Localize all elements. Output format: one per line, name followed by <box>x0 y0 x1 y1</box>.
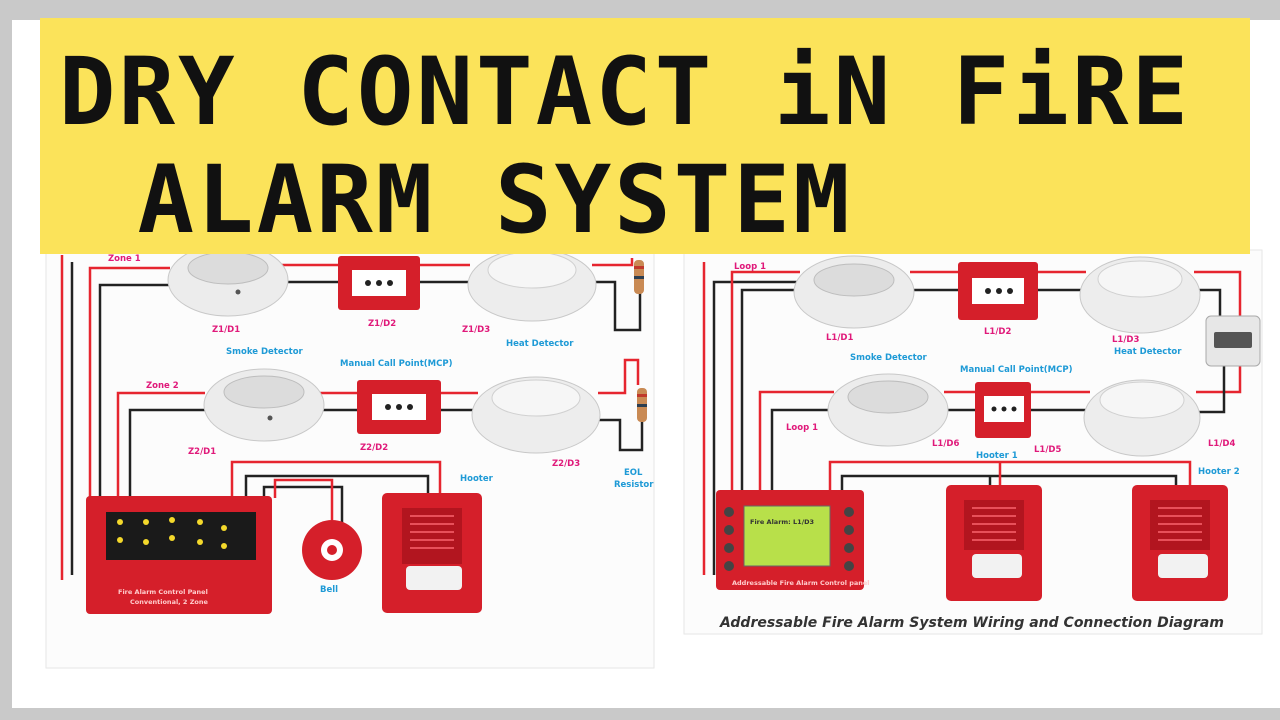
label-hooter1: Hooter 1 <box>976 451 1018 461</box>
eol-resistor-zone2 <box>637 388 647 422</box>
label-heat-detector: Heat Detector <box>506 339 574 349</box>
eol-resistor-zone1 <box>634 260 644 294</box>
label-z1d2: Z1/D2 <box>368 319 396 329</box>
conventional-control-panel <box>86 496 272 614</box>
label-mcp: Manual Call Point(MCP) <box>340 359 453 369</box>
mcp-z1d2 <box>338 256 420 310</box>
label-z2d3: Z2/D3 <box>552 459 580 469</box>
label-bell: Bell <box>320 585 338 595</box>
label-l1d2: L1/D2 <box>984 327 1011 337</box>
label-resistor: Resistor <box>614 480 654 490</box>
mcp-l1d5 <box>975 382 1031 438</box>
diagram-caption: Addressable Fire Alarm System Wiring and… <box>719 615 1224 631</box>
smoke-detector-z2d1 <box>203 368 325 442</box>
label-hooter: Hooter <box>460 474 494 484</box>
label-mcp-r: Manual Call Point(MCP) <box>960 365 1073 375</box>
label-smoke-detector-r: Smoke Detector <box>850 353 928 363</box>
label-heat-detector-r: Heat Detector <box>1114 347 1182 357</box>
label-l1d5: L1/D5 <box>1034 445 1061 455</box>
bell <box>302 520 362 580</box>
title-banner: DRY CONTACT iN FiRE ALARM SYSTEM <box>40 18 1250 255</box>
mcp-z2d2 <box>357 380 441 434</box>
addressable-wires <box>702 262 1242 575</box>
label-panel-name: Fire Alarm Control Panel <box>118 588 208 596</box>
smoke-detector-z1d1 <box>167 243 289 317</box>
label-l1d3: L1/D3 <box>1112 335 1139 345</box>
label-addr-panel: Addressable Fire Alarm Control panel <box>732 579 870 587</box>
label-hooter2: Hooter 2 <box>1198 467 1240 477</box>
smoke-detector-l1d1 <box>793 255 915 329</box>
label-l1d4: L1/D4 <box>1208 439 1235 449</box>
label-eol: EOL <box>624 468 643 478</box>
label-zone2: Zone 2 <box>146 381 179 391</box>
label-lcd-screen: Fire Alarm: L1/D3 <box>750 518 814 526</box>
label-z2d1: Z2/D1 <box>188 447 216 457</box>
label-loop1: Loop 1 <box>734 262 766 272</box>
isolator-module <box>1205 315 1261 367</box>
label-smoke-detector: Smoke Detector <box>226 347 304 357</box>
heat-detector-l1d4 <box>1083 379 1201 457</box>
hooter-1 <box>946 485 1042 601</box>
title-line-1: DRY CONTACT iN FiRE <box>58 38 1192 147</box>
mcp-l1d2 <box>958 262 1038 320</box>
heat-detector-z1d3 <box>467 248 597 322</box>
label-z1d1: Z1/D1 <box>212 325 240 335</box>
title-line-2: ALARM SYSTEM <box>137 146 853 255</box>
hooter <box>382 493 482 613</box>
label-zone1: Zone 1 <box>108 254 141 264</box>
label-loop1-return: Loop 1 <box>786 423 818 433</box>
label-l1d6: L1/D6 <box>932 439 959 449</box>
smoke-detector-l1d6 <box>827 373 949 447</box>
addressable-control-panel <box>716 490 864 590</box>
label-z2d2: Z2/D2 <box>360 443 388 453</box>
label-panel-type: Conventional, 2 Zone <box>130 598 209 606</box>
label-z1d3: Z1/D3 <box>462 325 490 335</box>
heat-detector-l1d3 <box>1079 256 1201 334</box>
hooter-2 <box>1132 485 1228 601</box>
heat-detector-z2d3 <box>471 376 601 454</box>
label-l1d1: L1/D1 <box>826 333 853 343</box>
